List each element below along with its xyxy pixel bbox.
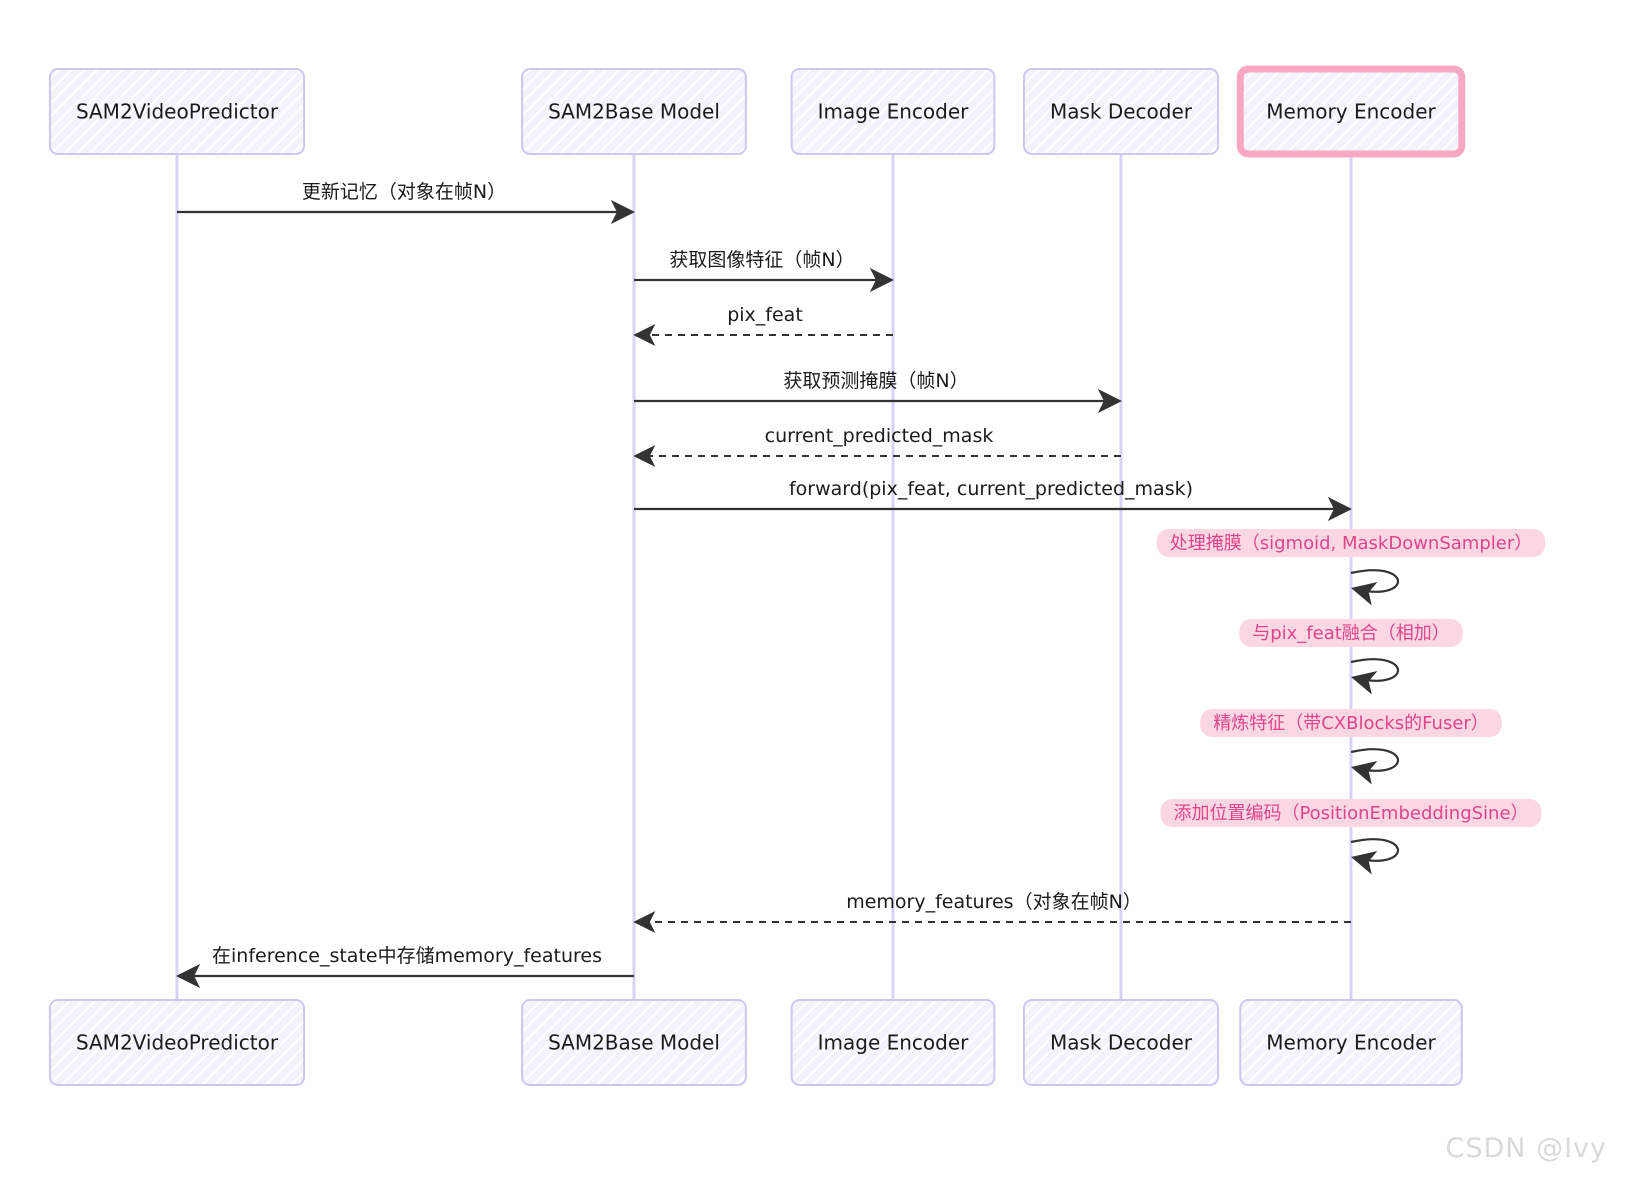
participant-box-base[interactable] [521, 68, 747, 155]
self-loop-note-bg-2 [1200, 709, 1502, 737]
message-label-1: 获取图像特征（帧N） [669, 249, 854, 271]
message-label-4: current_predicted_mask [765, 425, 994, 447]
participant-label-maskdec: Mask Decoder [1050, 1031, 1193, 1055]
participant-box-imgenc[interactable] [790, 68, 996, 155]
participant-label-predictor: SAM2VideoPredictor [76, 100, 279, 124]
participant-label-predictor: SAM2VideoPredictor [76, 1031, 279, 1055]
message-label-5: forward(pix_feat, current_predicted_mask… [789, 478, 1193, 500]
participant-box-maskdec[interactable] [1022, 68, 1220, 155]
self-loop-note-bg-3 [1160, 799, 1542, 827]
participant-label-maskdec: Mask Decoder [1050, 100, 1193, 124]
message-label-7: 在inference_state中存储memory_features [212, 945, 602, 967]
top-participants-group: SAM2VideoPredictor SAM2Base Model Image En… [48, 65, 1466, 158]
self-loop-arrow-1 [1350, 658, 1399, 695]
self-loop-note-1: 与pix_feat融合（相加） [1252, 623, 1450, 644]
message-label-0: 更新记忆（对象在帧N） [302, 181, 506, 203]
participant-label-imgenc: Image Encoder [818, 1031, 970, 1055]
message-label-6: memory_features（对象在帧N） [846, 891, 1142, 913]
participant-box-maskdec[interactable] [1022, 999, 1220, 1086]
self-loop-note-bg-1 [1239, 619, 1463, 647]
self-loop-note-3: 添加位置编码（PositionEmbeddingSine） [1173, 803, 1528, 824]
participant-box-predictor[interactable] [48, 68, 306, 155]
message-label-2: pix_feat [727, 304, 803, 326]
participant-box-base[interactable] [521, 999, 747, 1086]
message-label-3: 获取预测掩膜（帧N） [783, 370, 968, 392]
messages-group: 更新记忆（对象在帧N） 获取图像特征（帧N） pix_feat 获取预测掩膜（帧N） c… [175, 181, 1353, 989]
participant-label-memenc: Memory Encoder [1266, 1031, 1436, 1055]
self-loop-arrow-3 [1350, 838, 1399, 875]
lifelines-group [175, 154, 1353, 1000]
participant-label-base: SAM2Base Model [548, 1031, 720, 1055]
participant-box-imgenc[interactable] [790, 999, 996, 1086]
self-loops-group: 处理掩膜（sigmoid, MaskDownSampler） 与pix_feat融… [1156, 529, 1546, 875]
participant-box-memenc[interactable] [1236, 65, 1466, 158]
self-loop-note-bg-0 [1156, 529, 1546, 557]
participant-label-base: SAM2Base Model [548, 100, 720, 124]
self-loop-note-2: 精炼特征（带CXBlocks的Fuser） [1213, 713, 1489, 734]
participant-label-imgenc: Image Encoder [818, 100, 970, 124]
self-loop-note-0: 处理掩膜（sigmoid, MaskDownSampler） [1170, 533, 1532, 554]
participant-box-predictor[interactable] [48, 999, 306, 1086]
participant-label-memenc: Memory Encoder [1266, 100, 1436, 124]
self-loop-arrow-2 [1350, 748, 1399, 785]
watermark: CSDN @Ivy [1445, 1133, 1607, 1164]
participant-box-memenc[interactable] [1239, 999, 1463, 1086]
self-loop-arrow-0 [1350, 569, 1399, 606]
bottom-participants-group: SAM2VideoPredictor SAM2Base Model Image En… [48, 999, 1463, 1086]
